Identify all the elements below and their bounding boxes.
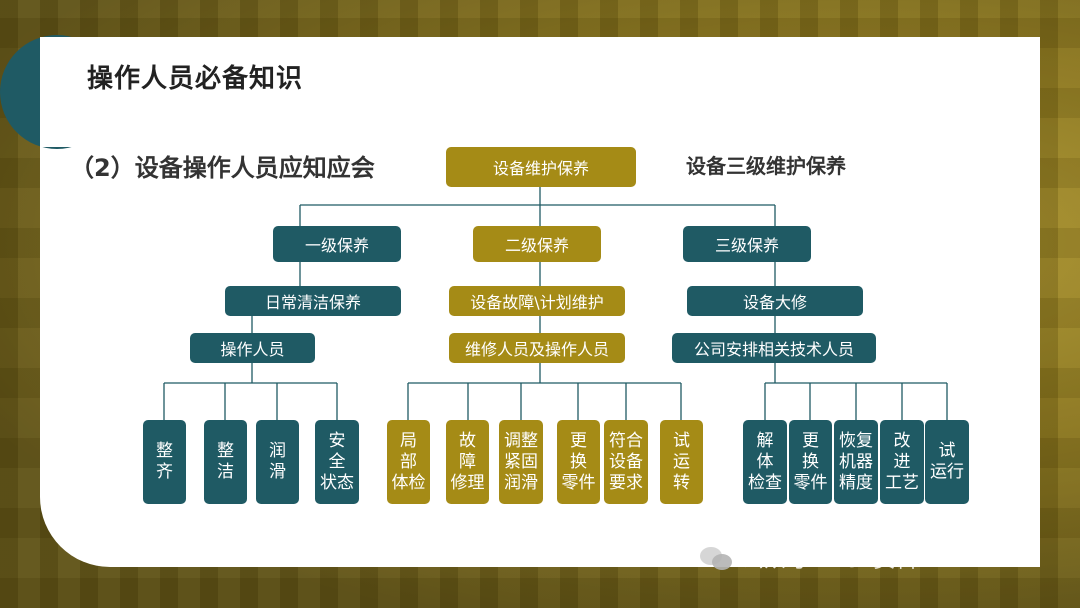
leaf-item: 试 运 转 bbox=[660, 420, 703, 504]
level-1-people: 操作人员 bbox=[190, 333, 315, 363]
leaf-item: 局 部 体检 bbox=[387, 420, 430, 504]
page-title: 操作人员必备知识 bbox=[87, 64, 304, 94]
level-2-task: 设备故障\计划维护 bbox=[449, 286, 625, 316]
level-1-task: 日常清洁保养 bbox=[225, 286, 401, 316]
leaf-item: 安 全 状态 bbox=[315, 420, 359, 504]
level-1-node: 一级保养 bbox=[273, 226, 401, 262]
leaf-item: 解 体 检查 bbox=[743, 420, 787, 504]
leaf-item: 改 进 工艺 bbox=[880, 420, 924, 504]
level-2-node: 二级保养 bbox=[473, 226, 601, 262]
level-3-people: 公司安排相关技术人员 bbox=[672, 333, 876, 363]
root-node: 设备维护保养 bbox=[446, 147, 636, 187]
wechat-icon bbox=[700, 545, 734, 571]
leaf-item: 恢复 机器 精度 bbox=[834, 420, 878, 504]
leaf-item: 更 换 零件 bbox=[557, 420, 600, 504]
leaf-item: 试 运行 bbox=[925, 420, 969, 504]
leaf-item: 更 换 零件 bbox=[789, 420, 832, 504]
watermark: 公众号 · HSE资料 bbox=[700, 542, 917, 574]
leaf-item: 整 洁 bbox=[204, 420, 247, 504]
leaf-item: 调整 紧固 润滑 bbox=[499, 420, 543, 504]
leaf-item: 整 齐 bbox=[143, 420, 186, 504]
leaf-item: 故 障 修理 bbox=[446, 420, 489, 504]
level-3-node: 三级保养 bbox=[683, 226, 811, 262]
leaf-item: 润 滑 bbox=[256, 420, 299, 504]
diagram-heading: 设备三级维护保养 bbox=[686, 154, 846, 178]
watermark-text: 公众号 · HSE资料 bbox=[742, 548, 918, 573]
level-3-task: 设备大修 bbox=[687, 286, 863, 316]
leaf-item: 符合 设备 要求 bbox=[604, 420, 648, 504]
section-subtitle: （2）设备操作人员应知应会 bbox=[70, 154, 375, 182]
level-2-people: 维修人员及操作人员 bbox=[449, 333, 625, 363]
